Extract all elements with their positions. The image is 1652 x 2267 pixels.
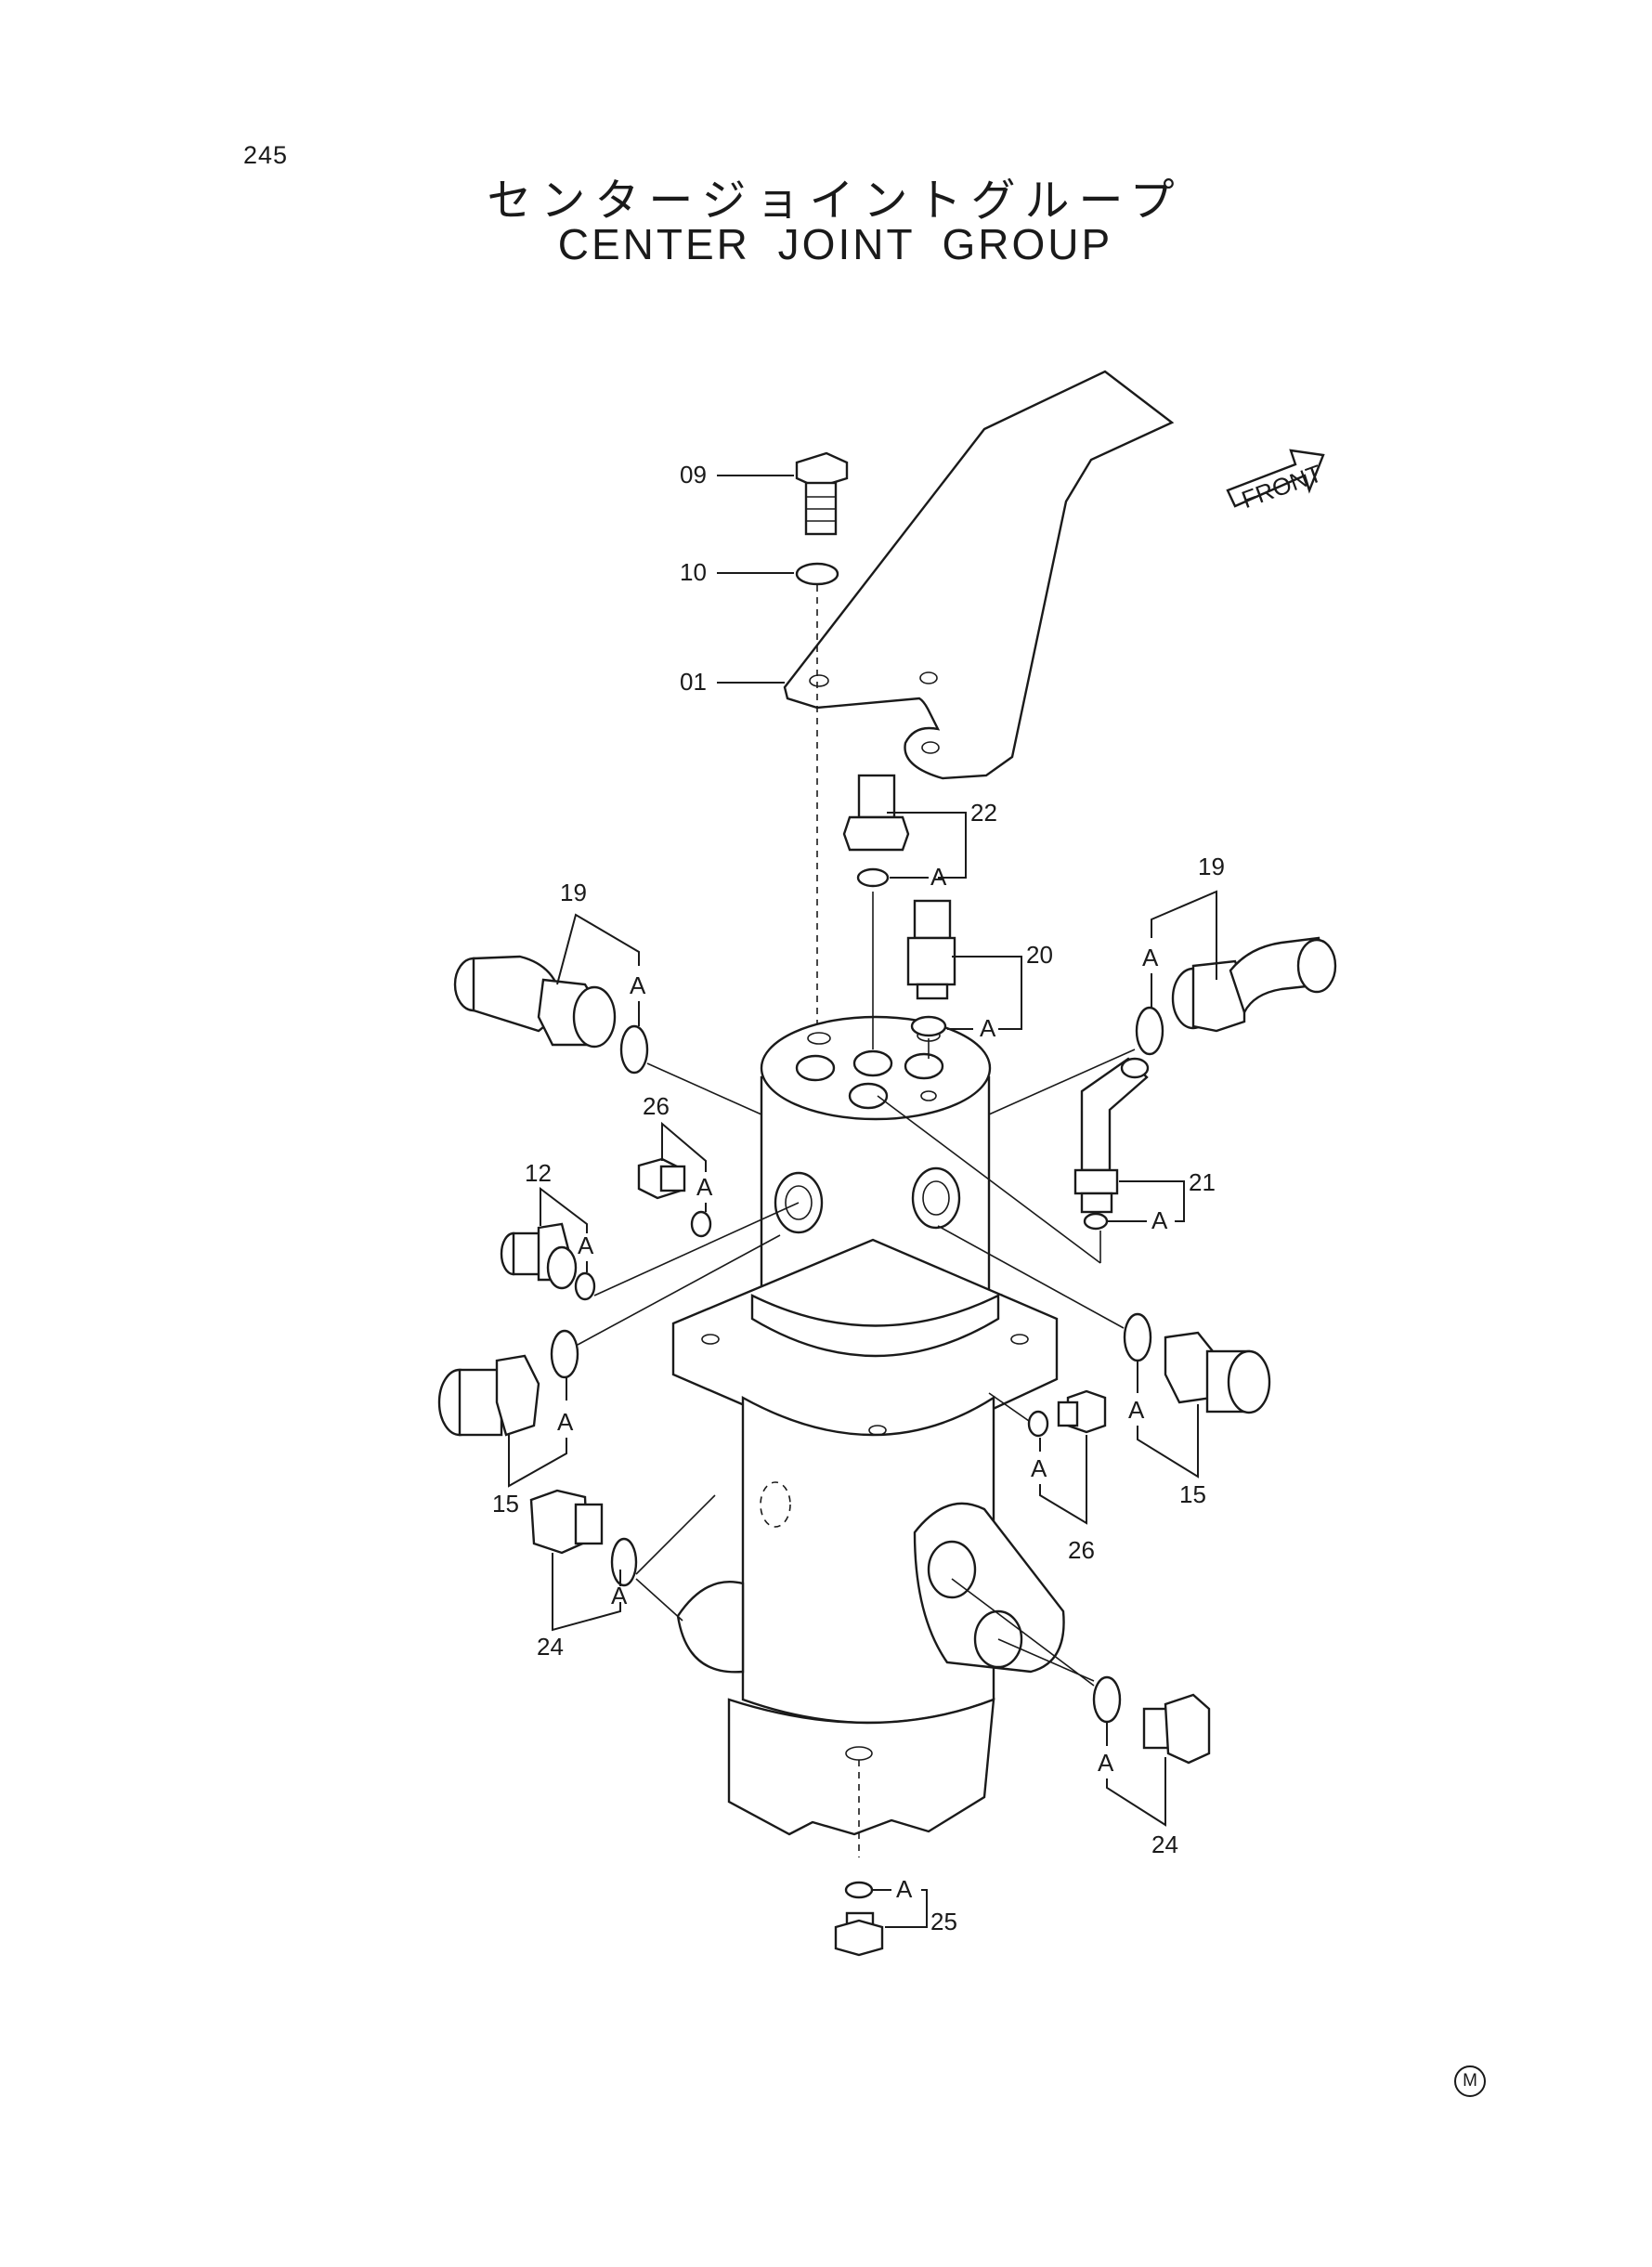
callout-25: 25 (930, 1908, 957, 1935)
kit-marker: A (696, 1173, 713, 1201)
page-number: 245 (243, 141, 289, 169)
title-english: CENTER JOINT GROUP (557, 220, 1113, 268)
callout-24-left: 24 (537, 1633, 564, 1661)
plug-24-right (1142, 1693, 1211, 1765)
corner-mark: M (1454, 2065, 1486, 2097)
fitting-12 (500, 1222, 578, 1290)
bolt-part (795, 451, 849, 536)
fitting-15-right (1164, 1331, 1271, 1414)
callout-21: 21 (1189, 1168, 1216, 1196)
kit-marker: A (611, 1582, 628, 1609)
callout-26-right: 26 (1068, 1536, 1095, 1564)
callout-09: 09 (680, 461, 707, 489)
callout-22: 22 (970, 799, 997, 827)
kit-marker: A (557, 1408, 574, 1436)
leader-lines (508, 475, 1217, 1928)
oring-15-right (1123, 1312, 1152, 1362)
oring-24-right (1092, 1675, 1122, 1724)
callout-20: 20 (1026, 941, 1053, 969)
plug-26-right (1057, 1389, 1107, 1434)
kit-marker: A (980, 1014, 996, 1042)
oring-26-right (1027, 1410, 1049, 1438)
oring-24-left (610, 1537, 638, 1587)
oring-22 (856, 867, 890, 888)
kit-marker: A (1128, 1396, 1145, 1424)
kit-marker: A (1142, 944, 1159, 971)
callout-26-left: 26 (643, 1092, 670, 1120)
bracket-part (783, 370, 1175, 780)
washer-part (795, 562, 839, 586)
oring-12 (574, 1271, 596, 1301)
plug-25 (834, 1911, 884, 1957)
oring-26-left (690, 1210, 712, 1238)
title-japanese: センタージョイントグループ (487, 175, 1184, 227)
front-arrow: FRONT (1226, 449, 1326, 514)
fitting-15-left (437, 1354, 540, 1437)
callout-10: 10 (680, 558, 707, 586)
oring-25 (844, 1881, 874, 1899)
callout-24-right: 24 (1151, 1831, 1178, 1858)
kit-marker: A (630, 971, 646, 999)
kit-marker: A (578, 1231, 594, 1259)
oring-21 (1083, 1212, 1109, 1231)
callout-19-left: 19 (560, 879, 587, 906)
plug-24-left (529, 1489, 604, 1555)
fitting-20 (906, 899, 956, 1000)
center-joint-body (671, 1015, 1065, 1857)
callout-15-left: 15 (492, 1490, 519, 1518)
oring-15-left (550, 1329, 579, 1379)
callout-19-right: 19 (1198, 853, 1225, 880)
callout-01: 01 (680, 668, 707, 696)
fitting-19-right (1171, 936, 1337, 1033)
kit-marker: A (896, 1875, 913, 1903)
front-arrow-label: FRONT (1238, 459, 1326, 514)
callout-labels: 09 10 01 22 20 19 19 21 26 26 12 15 15 2… (492, 461, 1225, 1935)
oring-20 (910, 1015, 947, 1037)
oring-19-left (619, 1024, 649, 1075)
kit-marker: A (1098, 1749, 1114, 1777)
fitting-19-left (453, 955, 617, 1049)
callout-12: 12 (525, 1159, 552, 1187)
kit-marker: A (1031, 1454, 1047, 1482)
kit-markers: A A A A A A A A A A A A A (557, 863, 1168, 1903)
fitting-22 (842, 774, 910, 852)
fitting-21 (1073, 1057, 1150, 1214)
kit-marker: A (930, 863, 947, 891)
oring-19-right (1135, 1006, 1164, 1056)
plug-26-left (637, 1157, 686, 1200)
kit-marker: A (1151, 1206, 1168, 1234)
callout-15-right: 15 (1179, 1480, 1206, 1508)
